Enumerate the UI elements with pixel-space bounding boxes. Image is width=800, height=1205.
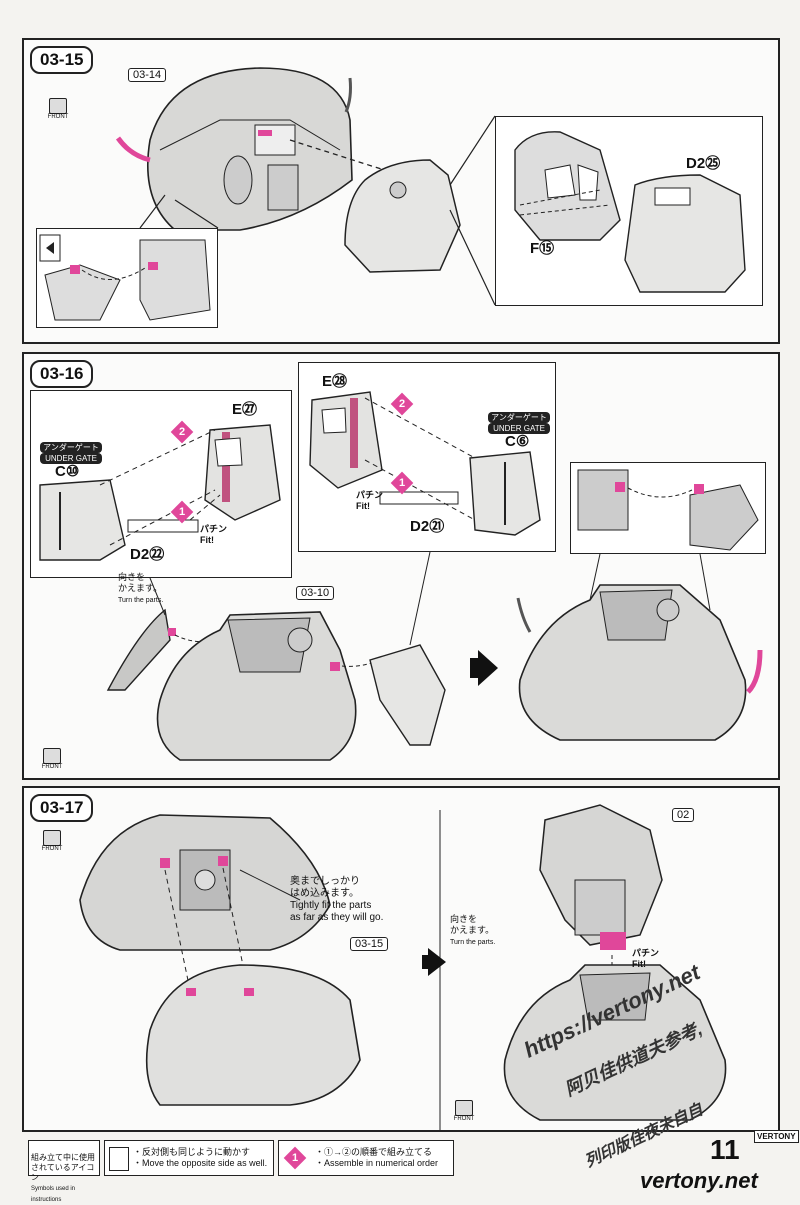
part-e-28-label: E㉘ xyxy=(322,373,348,390)
tight-fit-note: 奥までしっかり はめ込みます。Tightly fit the parts as … xyxy=(290,876,384,923)
front-icon xyxy=(455,1100,473,1116)
part-f-15-label: F⑮ xyxy=(530,240,555,257)
part-c-10-label: C⑩ xyxy=(55,463,80,480)
under-gate-badge: アンダーゲート UNDER GATE xyxy=(488,412,550,434)
step-label: 03-16 xyxy=(30,360,94,388)
part-e-27-label: E㉗ xyxy=(232,401,258,418)
ref-step-tag-02: 02 xyxy=(672,808,695,822)
part-d2-25-label: D2㉕ xyxy=(686,155,721,172)
front-icon xyxy=(43,830,61,846)
part-d2-21-label: D2㉑ xyxy=(410,518,445,535)
watermark-site: vertony.net xyxy=(640,1168,758,1193)
ref-step-tag: 03-14 xyxy=(128,68,167,82)
ref-step-tag: 03-15 xyxy=(350,937,389,951)
front-icon xyxy=(43,748,61,764)
opposite-side-icon xyxy=(109,1147,129,1171)
front-indicator: FRONT xyxy=(40,830,64,856)
turn-parts-note: 向きを かえます。Turn the parts. xyxy=(450,914,496,946)
front-indicator: FRONT xyxy=(452,1100,476,1126)
turn-parts-note: 向きを かえます。Turn the parts. xyxy=(118,572,164,604)
order-icon: 1 xyxy=(283,1146,307,1170)
part-c-6-label: C⑥ xyxy=(505,433,530,450)
assembly-order-legend: 1 ・①→②の順番で組み立てる・Assemble in numerical or… xyxy=(278,1140,454,1176)
under-gate-badge: アンダーゲート UNDER GATE xyxy=(40,442,102,464)
step-label: 03-15 xyxy=(30,46,94,74)
brand-badge: VERTONY xyxy=(754,1130,799,1143)
part-d2-22-label: D2㉒ xyxy=(130,546,165,563)
ref-step-tag: 03-10 xyxy=(296,586,335,600)
step-label: 03-17 xyxy=(30,794,94,822)
front-indicator: FRONT xyxy=(40,748,64,774)
front-indicator: FRONT xyxy=(46,98,70,124)
page-number: 11 xyxy=(710,1134,740,1165)
opposite-side-legend: ・反対側も同じように動かす・Move the opposite side as … xyxy=(104,1140,274,1176)
front-icon xyxy=(49,98,67,114)
